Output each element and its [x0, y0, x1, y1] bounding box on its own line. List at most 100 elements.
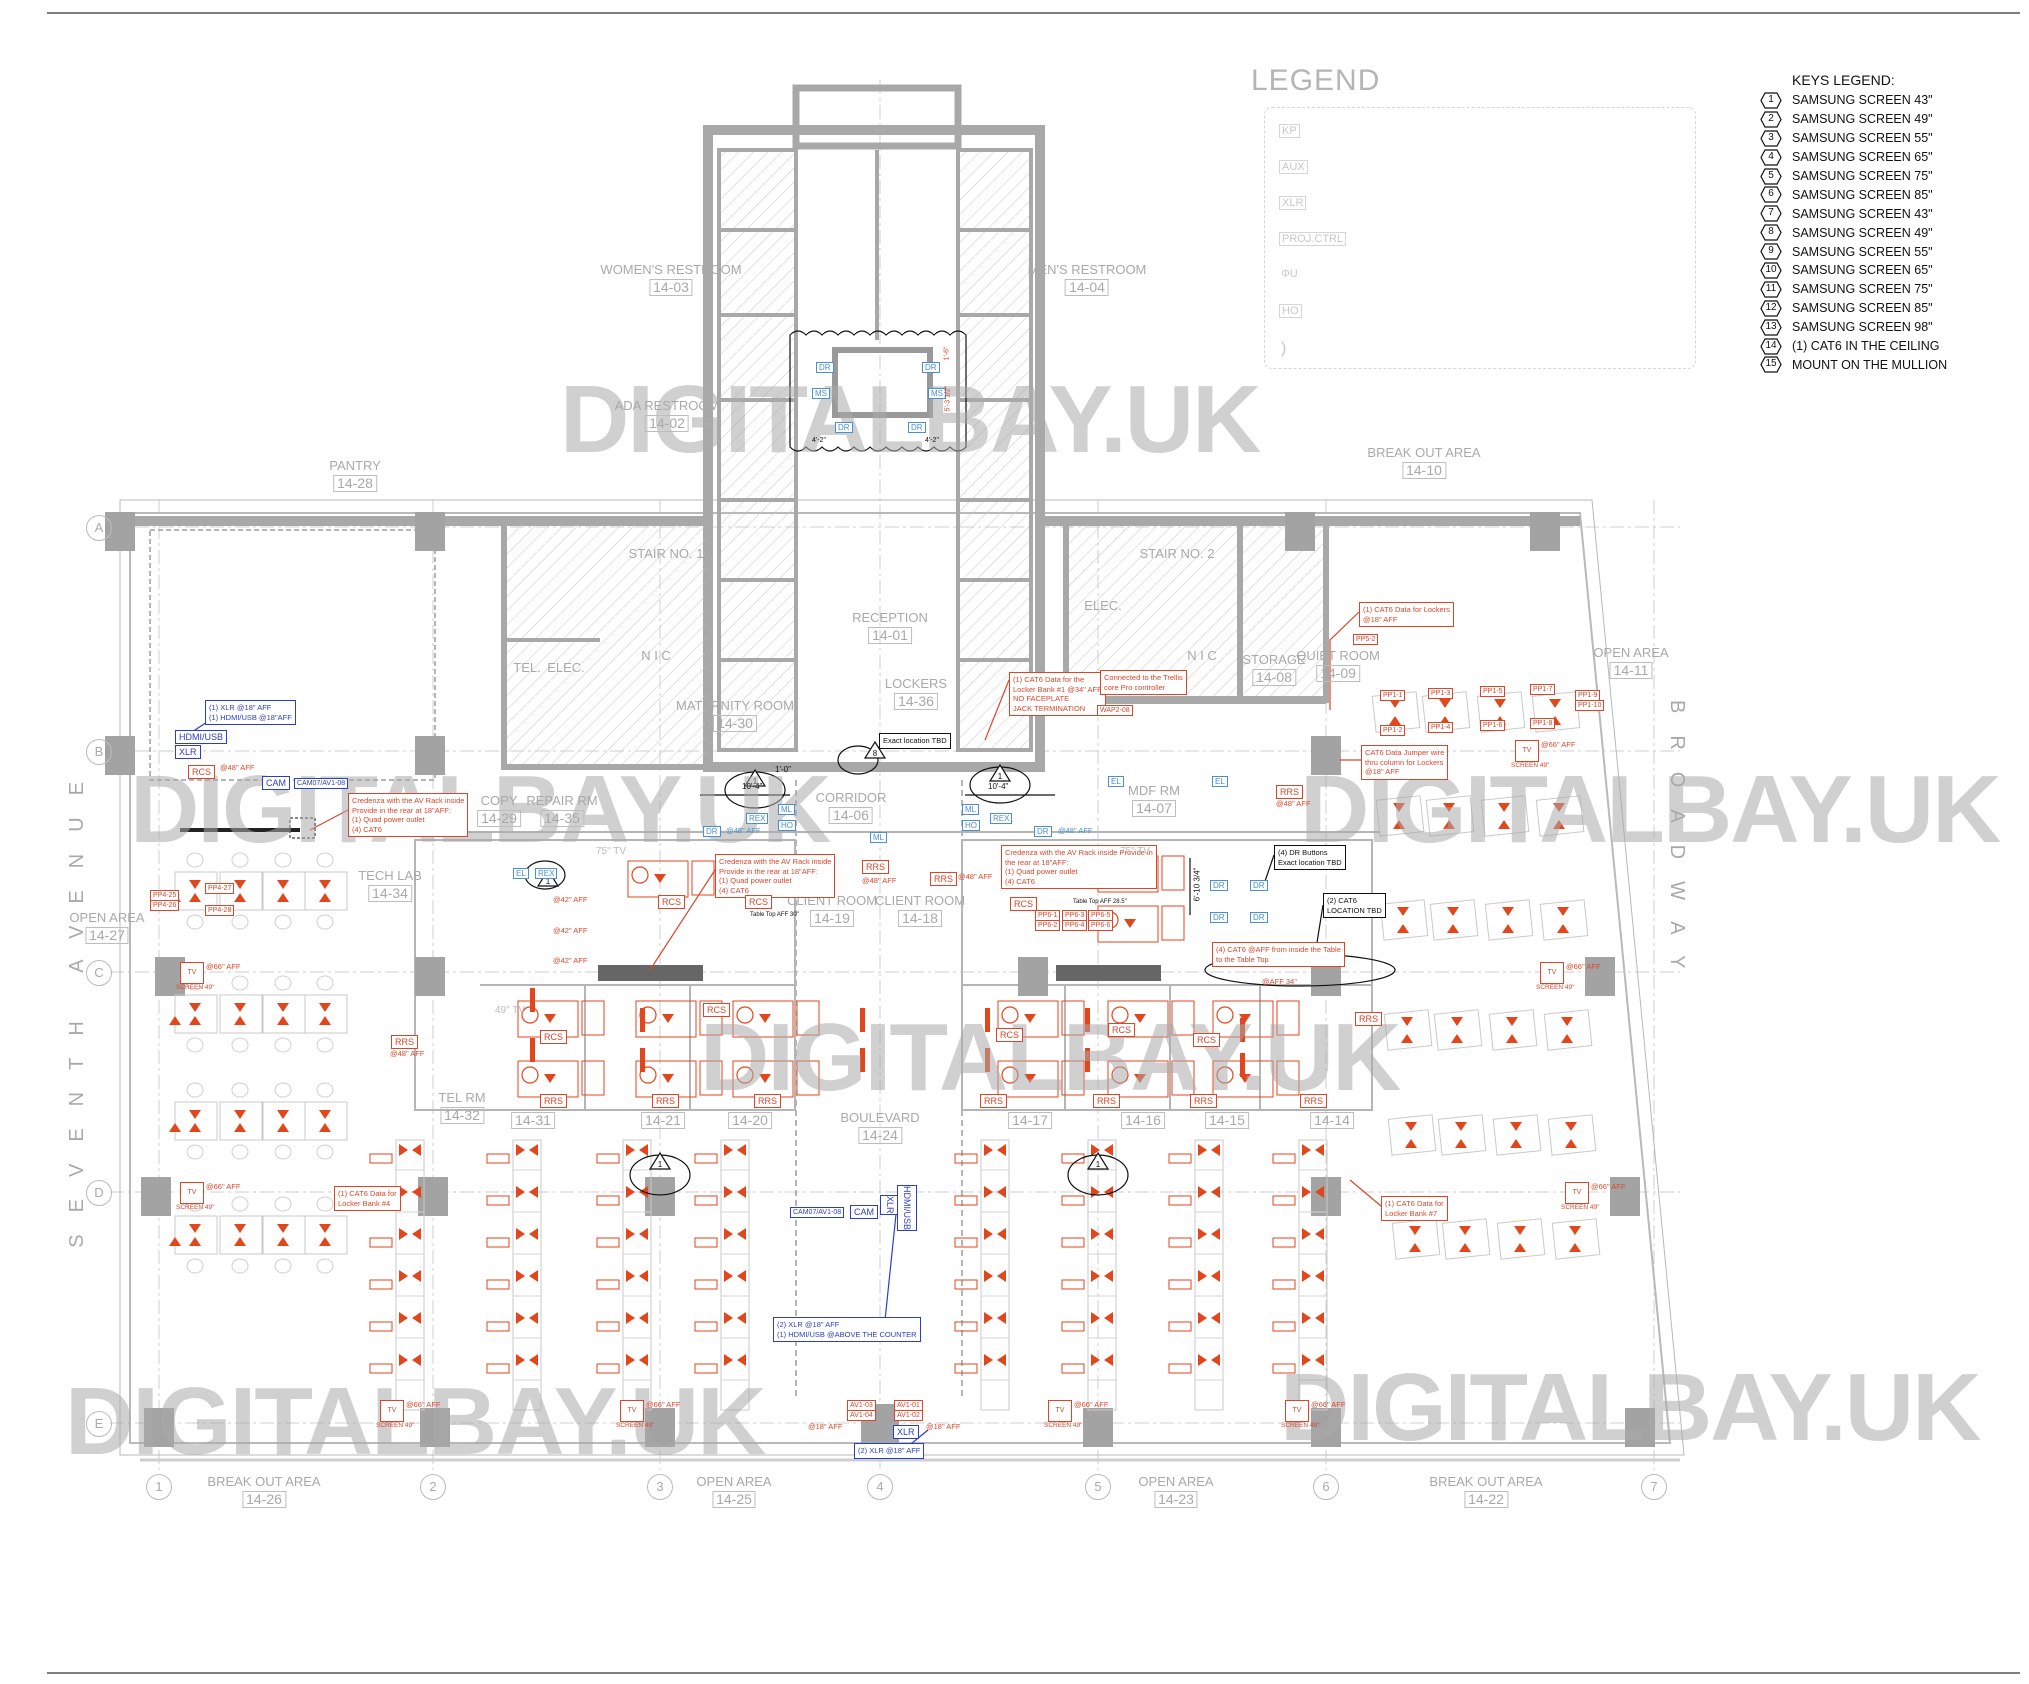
data-outlet-triangle-icon: [412, 1270, 421, 1282]
room-number: 14-28: [333, 475, 377, 492]
workstation-desk: [1441, 1218, 1491, 1260]
room-number: 14-01: [868, 627, 912, 644]
pp-tag-box: [369, 1363, 393, 1374]
note-line: Credenza with the AV Rack inside: [719, 857, 832, 866]
tv-device-group: [1107, 1000, 1169, 1038]
workstation-desk: [262, 1101, 306, 1141]
room-name: OPEN AREA: [1593, 645, 1669, 660]
tv-device-group: [1107, 1060, 1169, 1098]
note-line: Exact location TBD: [1278, 857, 1342, 867]
key-number: 12: [1765, 301, 1777, 313]
structural-column: [141, 1177, 171, 1216]
data-outlet-triangle-icon: [1104, 1186, 1113, 1198]
pp-tag: PP1-8: [1530, 718, 1556, 729]
data-outlet-triangle-icon: [1569, 1243, 1581, 1252]
data-outlet-triangle-icon: [1315, 1186, 1324, 1198]
data-outlet-triangle-icon: [516, 1270, 525, 1282]
room-label: 14-20: [728, 1110, 772, 1129]
data-outlet-triangle-icon: [1514, 1226, 1526, 1235]
label-aff: @18" AFF: [808, 1422, 843, 1431]
pp-tag-box: [596, 1279, 620, 1290]
room-number: 14-36: [894, 693, 938, 710]
note-line: (2) XLR @18" AFF: [858, 1446, 921, 1455]
grid-bubble-col: 3: [647, 1474, 673, 1500]
tv-icon: TV: [1048, 1400, 1072, 1422]
legend-item-mullion: ): [1281, 340, 1287, 357]
pp-tag: PP1-5: [1480, 686, 1506, 697]
data-outlet-triangle-icon: [639, 1354, 648, 1366]
label-aff: @48" AFF: [862, 876, 897, 885]
room-number: 14-19: [810, 910, 854, 927]
pp-tag-box: [596, 1153, 620, 1164]
grid-bubble-row: E: [86, 1411, 112, 1437]
revision-number: 1: [658, 1160, 663, 1169]
data-outlet-triangle-icon: [1502, 924, 1514, 933]
hexagon-key-icon: 3: [1760, 130, 1782, 147]
data-outlet-triangle-icon: [234, 1237, 246, 1246]
data-outlet-triangle-icon: [1510, 1122, 1522, 1131]
room-number: 14-08: [1252, 669, 1296, 686]
street-label-broadway: BROADWAY: [1666, 700, 1688, 991]
tag-dr: DR: [1250, 880, 1268, 891]
tag-rcs: RCS: [658, 895, 686, 909]
data-outlet-triangle-icon: [984, 1354, 993, 1366]
tag-dr: DR: [1210, 880, 1228, 891]
data-outlet-triangle-icon: [1397, 924, 1409, 933]
workstation-desk: [1379, 899, 1429, 941]
tag-rrs: RRS: [930, 872, 958, 886]
room-name: COPY: [480, 793, 518, 808]
workstation-desk: [1496, 1218, 1546, 1260]
data-outlet-triangle-icon: [277, 1224, 289, 1233]
workstation-bench: [980, 1139, 1010, 1411]
data-outlet-triangle-icon: [662, 1074, 674, 1083]
room-name: BREAK OUT AREA: [1367, 445, 1481, 460]
data-outlet-triangle-icon: [1198, 1186, 1207, 1198]
data-outlet-triangle-icon: [984, 1144, 993, 1156]
watermark: DIGITALBAY.UK: [130, 756, 831, 863]
data-outlet-triangle-icon: [1091, 1312, 1100, 1324]
tag-rrs: RRS: [1190, 1094, 1218, 1108]
pp-tag-box: [1061, 1363, 1085, 1374]
pp-tag-box: [954, 1195, 978, 1206]
data-outlet-triangle-icon: [319, 1016, 331, 1025]
screen-mount-bar: [985, 1008, 990, 1032]
structural-column: [645, 1177, 675, 1216]
grid-bubble-row: A: [86, 515, 112, 541]
note-line: (4) CAT6: [1005, 876, 1035, 886]
room-name: MATERNITY ROOM: [676, 698, 794, 713]
pp-tag-box: [694, 1363, 718, 1374]
data-outlet-triangle-icon: [1091, 1144, 1100, 1156]
room-label: 14-21: [641, 1110, 685, 1129]
room-number: 14-25: [712, 1491, 756, 1508]
data-outlet-triangle-icon: [997, 1270, 1006, 1282]
revision-number: 8: [873, 749, 878, 758]
watermark: DIGITALBAY.UK: [65, 1368, 766, 1475]
data-outlet-triangle-icon: [1315, 1354, 1324, 1366]
chair: [316, 1196, 334, 1212]
pp-tag-box: [1061, 1279, 1085, 1290]
data-outlet-triangle-icon: [724, 1312, 733, 1324]
street-label-seventh-avenue: SEVENTH AVENUE: [66, 760, 88, 1248]
chair: [231, 1082, 249, 1098]
data-outlet-triangle-icon: [516, 1354, 525, 1366]
room-number: 14-14: [1310, 1112, 1354, 1129]
data-outlet-triangle-icon: [626, 1354, 635, 1366]
workstation-desk: [262, 994, 306, 1034]
key-label: SAMSUNG SCREEN 75": [1792, 169, 1933, 183]
hexagon-key-icon: 13: [1760, 319, 1782, 336]
chair: [274, 1258, 292, 1274]
legend-title: LEGEND: [1251, 64, 1381, 97]
hexagon-key-icon: 8: [1760, 224, 1782, 241]
room-name: PANTRY: [329, 458, 381, 473]
pp-tag: PP1-3: [1428, 688, 1454, 699]
data-outlet-triangle-icon: [1198, 1270, 1207, 1282]
screen-mount-bar: [1240, 1053, 1245, 1077]
data-outlet-triangle-icon: [1104, 1312, 1113, 1324]
tag-rrs: RRS: [391, 1035, 419, 1049]
data-outlet-triangle-icon: [544, 1014, 556, 1023]
